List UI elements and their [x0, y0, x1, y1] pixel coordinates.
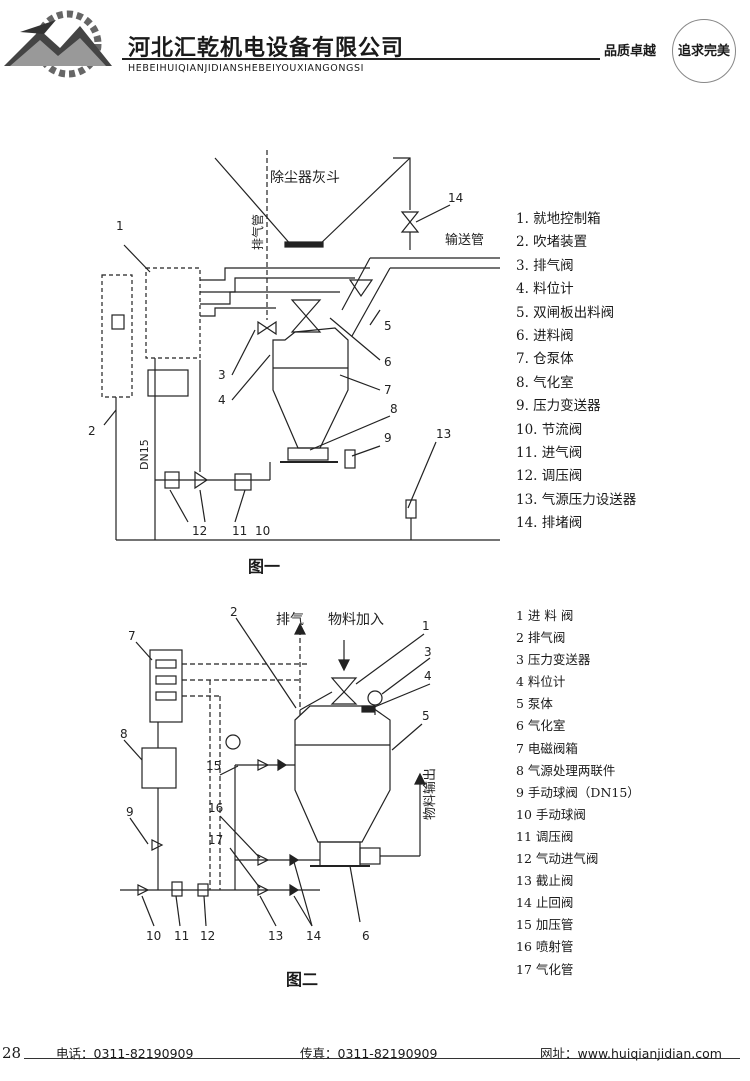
- fig1-callout-14: 14: [448, 191, 463, 205]
- fig2-callout-11: 11: [174, 929, 189, 943]
- legend-item: 2 排气阀: [516, 630, 566, 646]
- slogan-badge: [672, 19, 736, 83]
- fig2-callout-15: 15: [206, 759, 221, 773]
- fig1-callout-10: 10: [255, 524, 270, 538]
- fig2-callout-16: 16: [208, 801, 223, 815]
- legend-item: 12 气动进气阀: [516, 851, 599, 867]
- fig1-callout-9: 9: [384, 431, 392, 445]
- legend-item: 6 气化室: [516, 718, 566, 734]
- legend-item: 10. 节流阀: [516, 421, 583, 438]
- legend-item: 12. 调压阀: [516, 468, 583, 485]
- footer-fax: 传真：0311-82190909: [300, 1046, 438, 1061]
- figure2-caption: 图二: [286, 970, 319, 989]
- figure2-diagram: 排气 物料加入 物料输出 1 2 3 4 5 6 7 8 9 10 11 12 …: [120, 605, 438, 943]
- fig2-callout-12: 12: [200, 929, 215, 943]
- fig2-callout-9: 9: [126, 805, 134, 819]
- fig2-callout-3: 3: [424, 645, 432, 659]
- company-logo: [0, 8, 120, 80]
- legend-item: 7. 仓泵体: [516, 351, 574, 368]
- legend-item: 13 截止阀: [516, 873, 574, 889]
- legend-item: 16 喷射管: [516, 939, 574, 955]
- legend-item: 13. 气源压力设送器: [516, 491, 637, 508]
- legend-item: 15 加压管: [516, 917, 574, 933]
- fig2-callout-8: 8: [120, 727, 128, 741]
- legend-item: 5. 双闸板出料阀: [516, 304, 615, 321]
- legend-item: 14 止回阀: [516, 895, 574, 911]
- company-name-cn: 河北汇乾机电设备有限公司: [128, 36, 405, 61]
- fig2-callout-7: 7: [128, 629, 136, 643]
- legend-item: 2. 吹堵装置: [516, 234, 588, 251]
- figure2-legend: 1 进 料 阀 2 排气阀 3 压力变送器 4 料位计 5 泵体 6 气化室 7…: [516, 605, 640, 981]
- company-name-en: HEBEIHUIQIANJIDIANSHEBEIYOUXIANGONGSI: [128, 63, 365, 74]
- figure1-diagram: 除尘器灰斗 输送管 排气管 DN15 1 2 3 4 5 6 7 8 9 10 …: [88, 150, 500, 541]
- fig2-output-label: 物料输出: [422, 768, 438, 820]
- fig1-callout-12: 12: [192, 524, 207, 538]
- slogan-quality: 品质卓越: [604, 44, 657, 59]
- fig1-callout-7: 7: [384, 383, 392, 397]
- legend-item: 1 进 料 阀: [516, 608, 574, 623]
- legend-item: 17 气化管: [516, 961, 574, 977]
- fig1-callout-13: 13: [436, 427, 451, 441]
- legend-item: 10 手动球阀: [516, 806, 586, 822]
- fig2-callout-13: 13: [268, 929, 283, 943]
- figure1-legend: 1. 就地控制箱 2. 吹堵装置 3. 排气阀 4. 料位计 5. 双闸板出料阀…: [516, 208, 636, 536]
- fig2-callout-4: 4: [424, 669, 432, 683]
- legend-item: 8 气源处理两联件: [516, 762, 616, 778]
- fig2-callout-10: 10: [146, 929, 161, 943]
- legend-item: 3 压力变送器: [516, 652, 591, 668]
- fig1-hopper-label: 除尘器灰斗: [270, 170, 340, 186]
- fig1-callout-11: 11: [232, 524, 247, 538]
- fig1-callout-8: 8: [390, 402, 398, 416]
- legend-item: 4. 料位计: [516, 281, 574, 298]
- fig1-callout-4: 4: [218, 393, 226, 407]
- fig1-dn-label: DN15: [138, 439, 151, 470]
- legend-item: 9. 压力变送器: [516, 398, 601, 415]
- fig1-callout-5: 5: [384, 319, 392, 333]
- fig2-callout-17: 17: [208, 833, 223, 847]
- legend-item: 9 手动球阀（DN15）: [516, 784, 640, 800]
- legend-item: 6. 进料阀: [516, 328, 574, 345]
- legend-item: 7 电磁阀箱: [516, 740, 578, 756]
- fig1-callout-3: 3: [218, 368, 226, 382]
- legend-item: 8. 气化室: [516, 374, 574, 391]
- legend-item: 14. 排堵阀: [516, 515, 583, 532]
- fig1-callout-1: 1: [116, 219, 124, 233]
- slogan-perfection: 追求完美: [678, 44, 731, 59]
- footer-website: 网址：www.huiqianjidian.com: [540, 1046, 722, 1061]
- legend-item: 11. 进气阀: [516, 445, 583, 462]
- fig1-exhaust-label: 排气管: [250, 214, 265, 250]
- footer-phone: 电话：0311-82190909: [56, 1046, 194, 1061]
- fig1-conveying-label: 输送管: [445, 232, 484, 248]
- fig2-callout-5: 5: [422, 709, 430, 723]
- fig2-feed-label: 物料加入: [328, 612, 384, 628]
- legend-item: 5 泵体: [516, 696, 553, 712]
- legend-item: 4 料位计: [516, 674, 566, 690]
- figure1-caption: 图一: [248, 557, 281, 576]
- footer-divider: [24, 1058, 740, 1059]
- fig2-callout-14: 14: [306, 929, 321, 943]
- fig2-exhaust-label: 排气: [276, 612, 304, 628]
- header-divider: [122, 58, 600, 60]
- fig1-callout-6: 6: [384, 355, 392, 369]
- fig2-callout-1: 1: [422, 619, 430, 633]
- fig2-callout-2: 2: [230, 605, 238, 619]
- legend-item: 11 调压阀: [516, 828, 574, 844]
- legend-item: 1. 就地控制箱: [516, 211, 601, 227]
- page-number: 28: [2, 1044, 22, 1062]
- fig2-callout-6: 6: [362, 929, 370, 943]
- legend-item: 3. 排气阀: [516, 257, 574, 274]
- fig1-callout-2: 2: [88, 424, 96, 438]
